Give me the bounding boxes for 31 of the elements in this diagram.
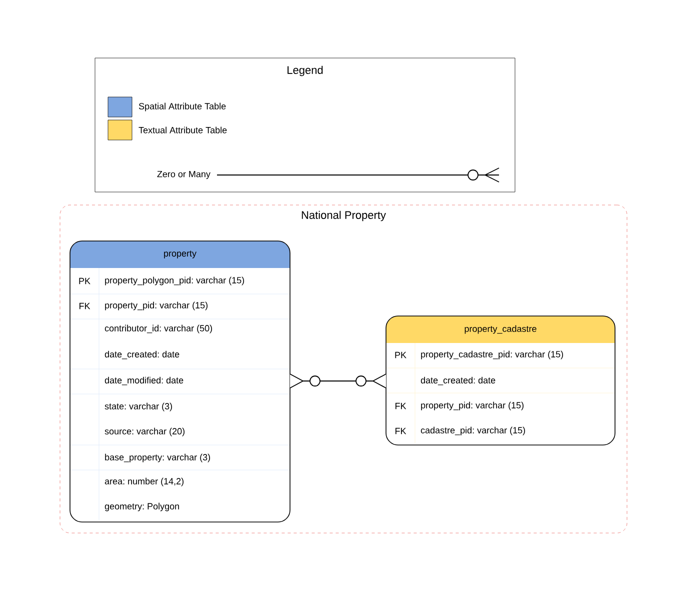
legend-label: Textual Attribute Table [138, 126, 227, 134]
legend-title: Legend [288, 66, 323, 76]
field-name: contributor_id: varchar (50) [104, 324, 212, 334]
group-frame [60, 204, 628, 534]
field-name: cadastre_pid: varchar (15) [420, 426, 526, 436]
table [386, 316, 616, 446]
field-name: area: number (14,2) [104, 478, 184, 486]
relationship-line [290, 374, 386, 388]
field-name: date_modified: date [104, 376, 184, 386]
legend-label: Spatial Attribute Table [138, 102, 226, 112]
field-name: geometry: Polygon [104, 502, 179, 512]
key-label: PK [79, 278, 90, 284]
key-label: PK [395, 352, 406, 358]
key-label: FK [80, 302, 90, 310]
field-name: property_pid: varchar (15) [105, 302, 208, 310]
legend-box [94, 58, 516, 192]
field-name: source: varchar (20) [104, 428, 184, 436]
field-name: property_pid: varchar (15) [421, 402, 524, 410]
table-header: property_cadastre [464, 325, 536, 334]
field-name: property_cadastre_pid: varchar (15) [421, 350, 564, 360]
field-name: date_created: date [420, 376, 496, 386]
field-name: base_property: varchar (3) [105, 454, 210, 462]
field-name: property_polygon_pid: varchar (15) [105, 276, 244, 286]
group-title: National Property [302, 210, 386, 222]
field-name: state: varchar (3) [104, 402, 172, 412]
table-header: property [164, 250, 196, 258]
key-label: FK [396, 402, 406, 410]
key-label: FK [396, 428, 406, 434]
table [70, 240, 290, 522]
legend-label: Zero or Many [157, 170, 210, 180]
field-name: date_created: date [104, 350, 180, 360]
